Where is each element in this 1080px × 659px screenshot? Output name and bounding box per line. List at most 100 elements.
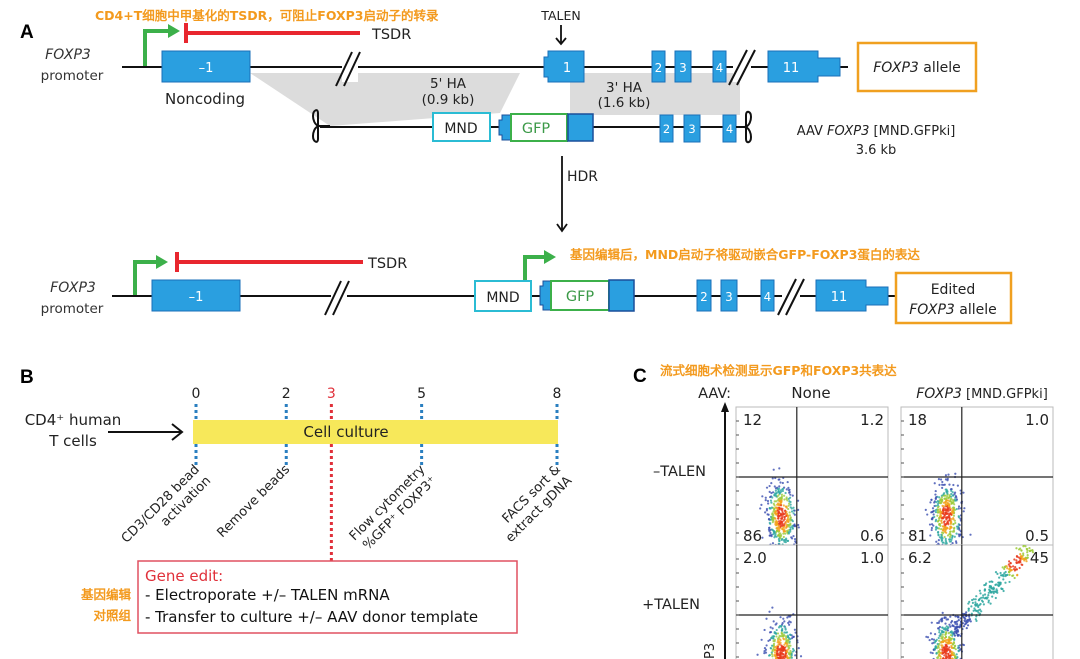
event-dot xyxy=(1017,548,1021,551)
event-dot xyxy=(777,648,780,651)
event-dot xyxy=(938,536,942,539)
event-dot xyxy=(990,580,993,583)
event-dot xyxy=(777,515,781,518)
event-dot xyxy=(947,636,951,639)
event-dot xyxy=(994,596,997,600)
event-dot xyxy=(789,503,792,506)
event-dot xyxy=(950,538,953,541)
event-dot xyxy=(926,636,930,639)
event-dot xyxy=(951,491,954,494)
annotation-mnd-drives-expression: 基因编辑后，MND启动子将驱动嵌合GFP-FOXP3蛋白的表达 xyxy=(569,247,920,262)
event-dot xyxy=(930,621,933,624)
event-dot xyxy=(988,580,991,583)
event-dot xyxy=(769,522,772,525)
event-dot xyxy=(989,585,992,588)
event-dot xyxy=(789,493,792,496)
event-dot xyxy=(941,517,944,520)
event-dot xyxy=(784,631,788,634)
event-dot xyxy=(783,620,786,623)
event-dot xyxy=(945,638,948,642)
event-dot xyxy=(772,468,775,471)
event-dot xyxy=(947,652,950,655)
event-dot xyxy=(776,526,780,529)
event-dot xyxy=(765,507,769,511)
donor-exon-2-label: 2 xyxy=(663,122,670,136)
event-dot xyxy=(779,537,782,540)
event-dot xyxy=(1001,573,1005,577)
event-dot xyxy=(951,494,955,497)
event-dot xyxy=(765,644,768,647)
event-dot xyxy=(944,537,947,540)
event-dot xyxy=(791,647,795,651)
event-dot xyxy=(782,539,785,542)
event-dot xyxy=(1026,556,1029,559)
event-dot xyxy=(996,572,999,576)
event-dot xyxy=(954,472,957,475)
event-dot xyxy=(773,485,776,488)
event-dot xyxy=(772,644,775,647)
edited-mnd-box xyxy=(474,280,532,312)
event-dot xyxy=(974,598,977,601)
event-dot xyxy=(954,615,957,618)
event-dot xyxy=(761,536,764,539)
event-dot xyxy=(944,632,947,636)
event-dot xyxy=(792,635,795,638)
event-dot xyxy=(773,507,776,510)
plot-events xyxy=(759,467,800,547)
event-dot xyxy=(959,634,962,638)
event-dot xyxy=(938,642,941,646)
day-label-3: 3 xyxy=(327,386,336,402)
event-dot xyxy=(938,648,942,651)
event-dot xyxy=(946,489,949,492)
event-dot xyxy=(775,635,778,638)
event-dot xyxy=(949,540,953,543)
step-label-day-5: Flow cytometry%GFP⁺ FOXP3⁺ xyxy=(347,462,440,553)
event-dot xyxy=(941,480,944,484)
event-dot xyxy=(953,634,957,637)
event-dot xyxy=(965,622,968,625)
event-dot xyxy=(973,607,976,610)
event-dot xyxy=(938,508,942,511)
event-dot xyxy=(784,654,787,657)
event-dot xyxy=(955,532,958,535)
event-dot xyxy=(940,535,943,538)
exon-minus1-label: –1 xyxy=(199,61,214,76)
event-dot xyxy=(943,515,946,518)
event-dot xyxy=(942,493,945,496)
event-dot xyxy=(940,494,943,497)
quadrant-top-right: 45 xyxy=(1030,549,1049,567)
event-dot xyxy=(781,629,784,632)
event-dot xyxy=(951,653,954,657)
event-dot xyxy=(948,650,952,653)
event-dot xyxy=(775,622,778,625)
event-dot xyxy=(1029,549,1032,553)
event-dot xyxy=(784,491,787,495)
event-dot xyxy=(956,527,959,530)
event-dot xyxy=(770,653,774,656)
event-dot xyxy=(952,652,956,655)
event-dot xyxy=(765,486,769,489)
event-dot xyxy=(937,502,940,505)
event-dot xyxy=(770,482,773,485)
event-dot xyxy=(1031,551,1035,554)
event-dot xyxy=(789,500,792,504)
event-dot xyxy=(940,519,943,522)
event-dot xyxy=(937,527,941,530)
event-dot xyxy=(793,509,796,512)
quadrant-top-left: 2.0 xyxy=(743,549,767,567)
event-dot xyxy=(989,602,992,605)
event-dot xyxy=(929,651,932,654)
edited-exon1-partial xyxy=(539,280,552,311)
5ha-label: 5' HA xyxy=(430,76,467,92)
event-dot xyxy=(1007,563,1010,566)
event-dot xyxy=(771,627,774,630)
event-dot xyxy=(954,540,958,543)
event-dot xyxy=(790,637,794,640)
event-dot xyxy=(928,523,932,526)
event-dot xyxy=(788,652,791,655)
event-dot xyxy=(940,521,943,524)
event-dot xyxy=(1016,555,1019,558)
plot-events xyxy=(924,472,972,547)
event-dot xyxy=(935,501,938,504)
